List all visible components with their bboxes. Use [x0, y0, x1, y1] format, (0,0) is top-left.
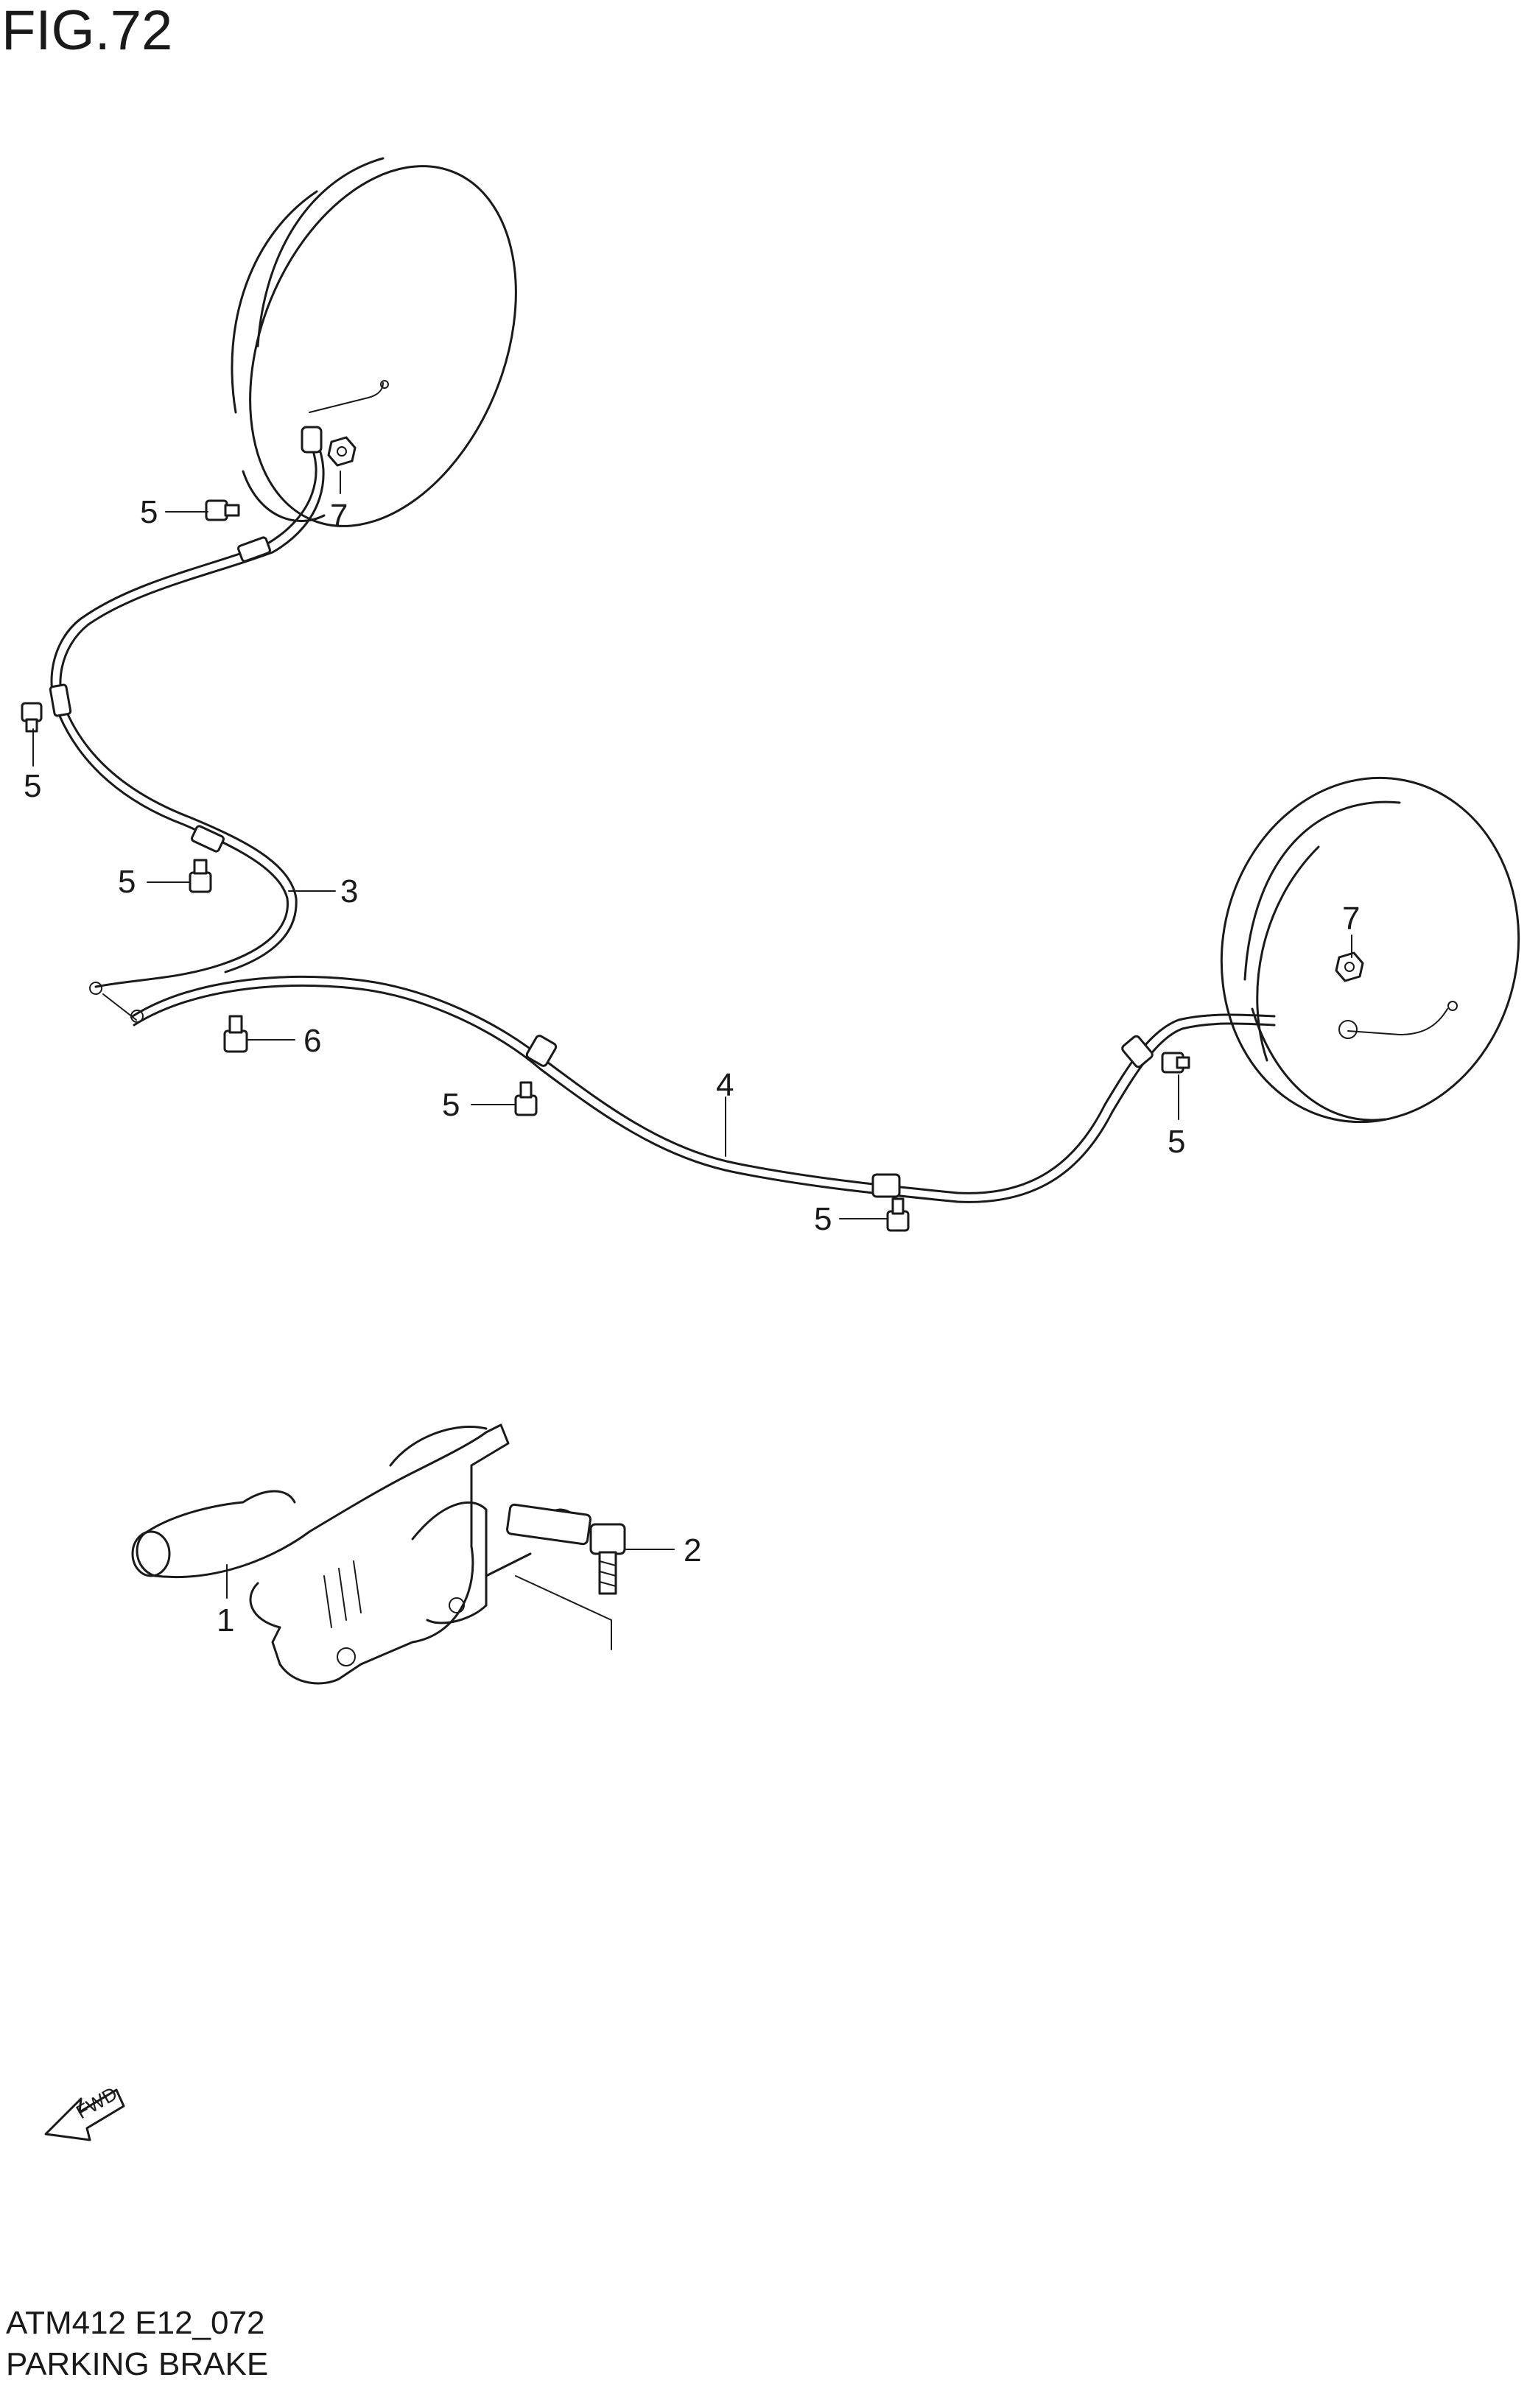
fastener-bolts	[21, 436, 1364, 1232]
brake-cable-right	[102, 976, 1358, 1203]
brake-cable-left	[49, 426, 325, 995]
callout-5: 5	[140, 494, 158, 530]
bolt-5-d	[514, 1081, 538, 1116]
bolt-5-f	[886, 1197, 910, 1232]
callout-6: 6	[303, 1023, 321, 1059]
callout-5: 5	[1168, 1124, 1185, 1160]
left-brake-drum	[231, 157, 517, 527]
nut-7-b	[1335, 951, 1364, 982]
callout-2: 2	[684, 1532, 701, 1569]
callout-5: 5	[814, 1201, 832, 1237]
bolt-5-c	[189, 859, 212, 893]
figure-name: PARKING BRAKE	[6, 2346, 269, 2382]
right-brake-drum	[1220, 776, 1520, 1124]
nut-7-a	[327, 436, 357, 467]
callout-3: 3	[340, 873, 358, 909]
fwd-arrow-icon: FWD	[44, 2083, 125, 2141]
callout-5: 5	[24, 768, 41, 804]
figure-title: FIG.72	[1, 0, 173, 62]
callout-7: 7	[1342, 901, 1360, 937]
figure-code: ATM412 E12_072	[6, 2305, 265, 2341]
callout-5: 5	[118, 864, 136, 900]
bolt-5-b	[21, 702, 43, 733]
bolt-6	[223, 1015, 248, 1053]
lever-mounting-bolt	[515, 1523, 626, 1650]
bolt-5-e	[1161, 1052, 1190, 1074]
callout-5: 5	[442, 1087, 460, 1123]
callout-1: 1	[217, 1602, 234, 1638]
parking-brake-lever	[131, 1423, 592, 1685]
bolt-5-a	[205, 499, 240, 521]
callout-labels: 5 7 5 5 3 6 5 4 7 5 5 2 1	[24, 494, 1360, 1638]
callout-4: 4	[716, 1067, 734, 1103]
callout-7: 7	[330, 498, 348, 534]
leader-lines	[32, 471, 1352, 1599]
